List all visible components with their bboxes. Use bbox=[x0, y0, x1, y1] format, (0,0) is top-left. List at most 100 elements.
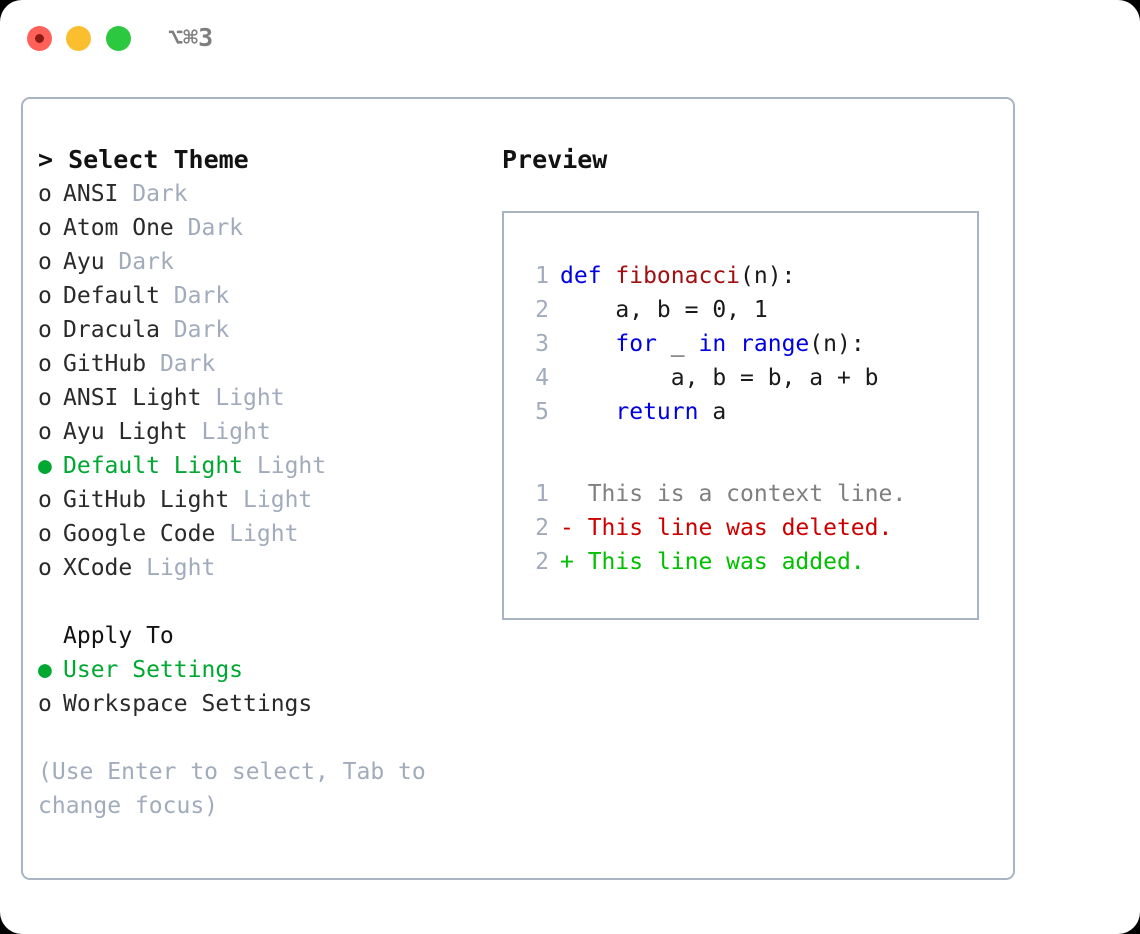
radio-unselected-icon: o bbox=[38, 249, 52, 275]
theme-option-github[interactable]: o GitHub Dark bbox=[38, 347, 478, 381]
apply-to-header: Apply To bbox=[63, 623, 174, 649]
close-window-button[interactable] bbox=[27, 26, 52, 51]
label-spacer bbox=[118, 181, 132, 207]
theme-option-label: Google Code bbox=[63, 521, 216, 547]
label-spacer bbox=[105, 249, 119, 275]
label-spacer bbox=[229, 487, 243, 513]
theme-option-label: GitHub bbox=[63, 351, 147, 377]
diff-line: 2+ This line was added. bbox=[504, 545, 977, 579]
theme-option-label: XCode bbox=[63, 555, 133, 581]
radio-unselected-icon: o bbox=[38, 351, 52, 377]
preview-header: Preview bbox=[502, 145, 608, 174]
minimize-window-button[interactable] bbox=[66, 26, 91, 51]
theme-option-variant: Dark bbox=[187, 215, 244, 241]
keyboard-hint-text: (Use Enter to select, Tab to change focu… bbox=[38, 759, 440, 819]
label-spacer bbox=[132, 555, 146, 581]
line-number: 2 bbox=[535, 549, 549, 575]
code-line: 4 a, b = b, a + b bbox=[504, 361, 977, 395]
theme-option-label: Default bbox=[63, 283, 160, 309]
code-token bbox=[560, 331, 615, 357]
keyboard-shortcut-label: ⌥⌘3 bbox=[168, 23, 214, 52]
theme-option-default-light[interactable]: ● Default Light Light bbox=[38, 449, 478, 483]
diff-sign bbox=[560, 481, 588, 507]
radio-unselected-icon: o bbox=[38, 283, 52, 309]
radio-selected-icon: ● bbox=[38, 657, 52, 683]
apply-to-list: ●User Settings o Workspace Settings bbox=[38, 653, 478, 721]
radio-unselected-icon: o bbox=[38, 181, 52, 207]
radio-unselected-icon: o bbox=[38, 215, 52, 241]
theme-option-variant: Dark bbox=[173, 283, 230, 309]
line-number: 2 bbox=[535, 515, 549, 541]
theme-option-variant: Dark bbox=[118, 249, 174, 275]
theme-option-dracula[interactable]: o Dracula Dark bbox=[38, 313, 478, 347]
apply-to-option-label: Workspace Settings bbox=[63, 691, 313, 717]
radio-unselected-icon: o bbox=[38, 385, 52, 411]
code-token: a bbox=[698, 399, 727, 425]
maximize-window-button[interactable] bbox=[106, 26, 131, 51]
line-number: 4 bbox=[535, 365, 549, 391]
diff-spacer bbox=[504, 429, 977, 477]
radio-unselected-icon: o bbox=[38, 317, 52, 343]
diff-sign: + bbox=[560, 549, 588, 575]
theme-option-atom-one[interactable]: o Atom One Dark bbox=[38, 211, 478, 245]
label-spacer bbox=[160, 283, 174, 309]
code-token: range bbox=[740, 331, 810, 357]
radio-unselected-icon: o bbox=[38, 555, 52, 581]
code-token: fibonacci bbox=[615, 263, 741, 289]
code-token bbox=[560, 399, 615, 425]
apply-to-option-user-settings[interactable]: ●User Settings bbox=[38, 653, 478, 687]
code-line: 5 return a bbox=[504, 395, 977, 429]
label-spacer bbox=[243, 453, 257, 479]
theme-option-variant: Dark bbox=[159, 351, 216, 377]
theme-option-label: ANSI bbox=[63, 181, 119, 207]
label-spacer bbox=[188, 419, 202, 445]
line-number: 3 bbox=[535, 331, 549, 357]
theme-option-variant: Dark bbox=[132, 181, 188, 207]
line-number: 2 bbox=[535, 297, 549, 323]
code-token: a, b = 0, 1 bbox=[560, 297, 768, 323]
diff-sign: - bbox=[560, 515, 588, 541]
theme-option-ansi[interactable]: o ANSI Dark bbox=[38, 177, 478, 211]
theme-option-label: Ayu Light bbox=[63, 419, 188, 445]
code-token: def bbox=[560, 263, 616, 289]
apply-to-option-workspace-settings[interactable]: o Workspace Settings bbox=[38, 687, 478, 721]
theme-option-variant: Light bbox=[215, 385, 285, 411]
label-spacer bbox=[174, 215, 188, 241]
code-token bbox=[726, 331, 740, 357]
line-number: 5 bbox=[535, 399, 549, 425]
code-token: for bbox=[615, 331, 657, 357]
section-spacer bbox=[38, 585, 478, 619]
radio-unselected-icon: o bbox=[38, 691, 52, 717]
theme-option-label: Dracula bbox=[63, 317, 160, 343]
code-line: 2 a, b = 0, 1 bbox=[504, 293, 977, 327]
theme-option-label: GitHub Light bbox=[63, 487, 230, 513]
theme-option-label: Default Light bbox=[63, 453, 244, 479]
code-line: 3 for _ in range(n): bbox=[504, 327, 977, 361]
theme-option-label: Ayu bbox=[63, 249, 105, 275]
diff-sample: 1 This is a context line. 2- This line wa… bbox=[504, 477, 977, 579]
diff-text: This is a context line. bbox=[587, 481, 907, 507]
diff-line: 2- This line was deleted. bbox=[504, 511, 977, 545]
theme-option-default[interactable]: o Default Dark bbox=[38, 279, 478, 313]
label-spacer bbox=[146, 351, 160, 377]
theme-option-variant: Dark bbox=[173, 317, 230, 343]
theme-option-ayu[interactable]: o Ayu Dark bbox=[38, 245, 478, 279]
radio-selected-icon: ● bbox=[38, 453, 52, 479]
theme-option-variant: Light bbox=[256, 453, 327, 479]
theme-option-label: Atom One bbox=[63, 215, 174, 241]
line-number: 1 bbox=[535, 481, 549, 507]
radio-unselected-icon: o bbox=[38, 521, 52, 547]
code-token: in bbox=[698, 331, 727, 357]
diff-text: This line was deleted. bbox=[587, 515, 893, 541]
